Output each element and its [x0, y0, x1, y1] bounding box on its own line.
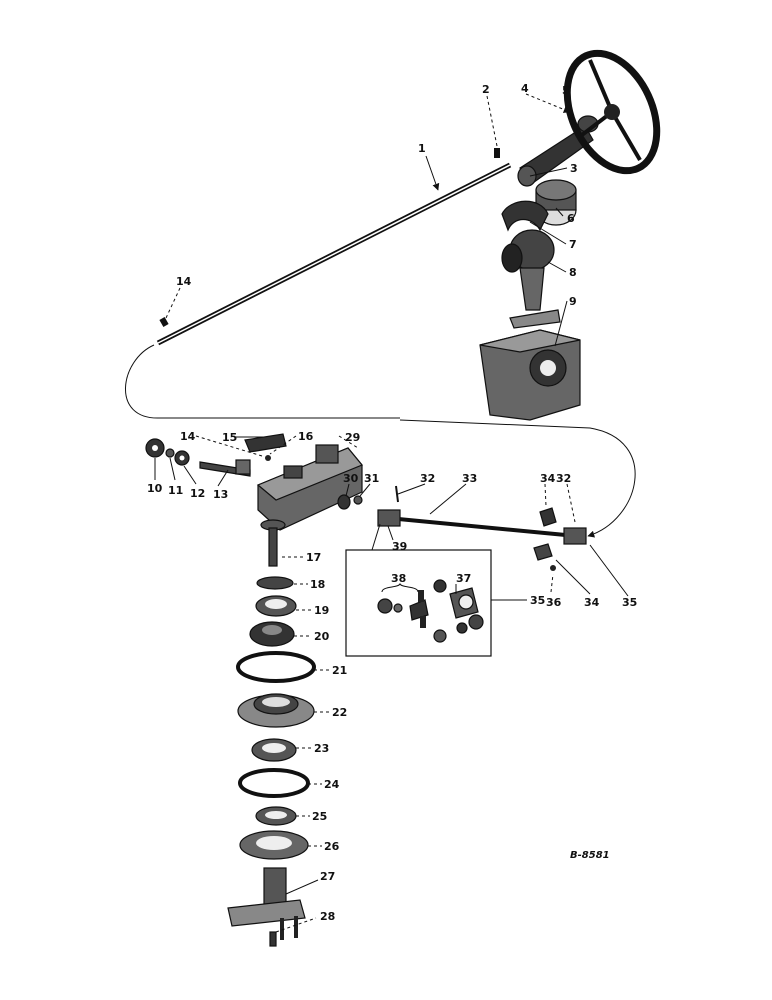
callout-33: 33 — [462, 472, 477, 485]
callout-12: 12 — [190, 487, 205, 500]
connector-curve-right — [399, 419, 636, 538]
callout-8: 8 — [569, 266, 577, 279]
callout-19: 19 — [314, 604, 329, 617]
bushing-part-7 — [501, 200, 549, 232]
connector-curve-left — [125, 344, 400, 419]
brace-part-38 — [381, 582, 419, 593]
callout-26: 26 — [324, 840, 340, 853]
callout-10: 10 — [147, 482, 163, 495]
callout-30: 30 — [343, 472, 359, 485]
callout-21: 21 — [332, 664, 347, 677]
universal-joint-parts — [377, 579, 484, 643]
callout-3: 3 — [570, 162, 578, 175]
callout-22: 22 — [332, 706, 347, 719]
callout-16: 16 — [298, 430, 314, 443]
drag-link — [377, 509, 587, 545]
steering-wheel — [563, 49, 661, 175]
callout-17: 17 — [306, 551, 321, 564]
bearing-part-23 — [251, 738, 297, 762]
leader-lines — [154, 69, 629, 933]
seal-part-34-upper — [539, 507, 557, 527]
steering-arm — [517, 115, 599, 187]
callout-labels: 1 2 3 4 5 6 7 8 9 10 11 12 13 14 14 15 1… — [147, 82, 637, 923]
washer-part-31 — [353, 495, 363, 505]
callout-2: 2 — [482, 83, 490, 96]
washer-part-18 — [256, 576, 294, 590]
callout-5: 5 — [562, 84, 570, 97]
universal-joint-group-box — [345, 549, 492, 657]
worm-shaft-part-13 — [199, 459, 251, 477]
gasket-part-21 — [236, 651, 316, 683]
callout-14-upper: 14 — [176, 275, 192, 288]
seal-part-25 — [255, 806, 297, 826]
callout-18: 18 — [310, 578, 325, 591]
bushing-part-30 — [337, 494, 351, 510]
washer-part-10 — [145, 438, 165, 458]
callout-37: 37 — [456, 572, 471, 585]
cover-part-26 — [239, 830, 309, 860]
callout-39: 39 — [392, 540, 407, 553]
callout-24: 24 — [324, 778, 340, 791]
callout-7: 7 — [569, 238, 577, 251]
drawing-reference-number: B-8581 — [570, 850, 610, 861]
callout-31: 31 — [364, 472, 379, 485]
callout-11: 11 — [168, 484, 183, 497]
pin-part-28 — [269, 931, 277, 947]
callout-32-left: 32 — [420, 472, 435, 485]
lock-plate-part-15 — [244, 433, 287, 453]
support-bracket — [501, 229, 561, 329]
steering-gear-housing — [479, 329, 581, 421]
seal-part-34-lower — [533, 543, 553, 561]
bearing-part-19 — [255, 595, 297, 617]
gasket-part-24 — [238, 768, 310, 798]
callout-14-lower: 14 — [180, 430, 196, 443]
callout-35-right: 35 — [622, 596, 637, 609]
callout-35-box: 35 — [530, 594, 545, 607]
callout-27: 27 — [320, 870, 335, 883]
callout-1: 1 — [418, 142, 426, 155]
steering-shaft — [156, 162, 512, 346]
callout-23: 23 — [314, 742, 329, 755]
callout-9: 9 — [569, 295, 577, 308]
callout-20: 20 — [314, 630, 330, 643]
callout-25: 25 — [312, 810, 327, 823]
sector-shaft-part-17 — [260, 519, 286, 567]
callout-13: 13 — [213, 488, 228, 501]
callout-34-upper: 34 — [540, 472, 556, 485]
pin-part-14-upper — [159, 317, 169, 327]
steering-arm-base-part-27 — [227, 867, 306, 940]
plug-part-16 — [265, 455, 271, 461]
callout-36: 36 — [546, 596, 562, 609]
callout-15: 15 — [222, 431, 237, 444]
callout-4: 4 — [521, 82, 529, 95]
washer-part-11 — [165, 448, 175, 458]
retainer-part-22 — [237, 693, 315, 728]
callout-38: 38 — [391, 572, 406, 585]
callout-6: 6 — [567, 212, 575, 225]
nut-part-12 — [174, 450, 190, 466]
bolt-part-32-left — [395, 485, 399, 503]
callout-32-right: 32 — [556, 472, 571, 485]
plug-part-36 — [550, 565, 556, 571]
gear-part-20 — [249, 621, 295, 647]
callout-29: 29 — [345, 431, 360, 444]
steering-gear-box — [256, 444, 363, 531]
pin-part-2 — [494, 148, 500, 158]
callout-34-lower: 34 — [584, 596, 600, 609]
callout-28: 28 — [320, 910, 335, 923]
